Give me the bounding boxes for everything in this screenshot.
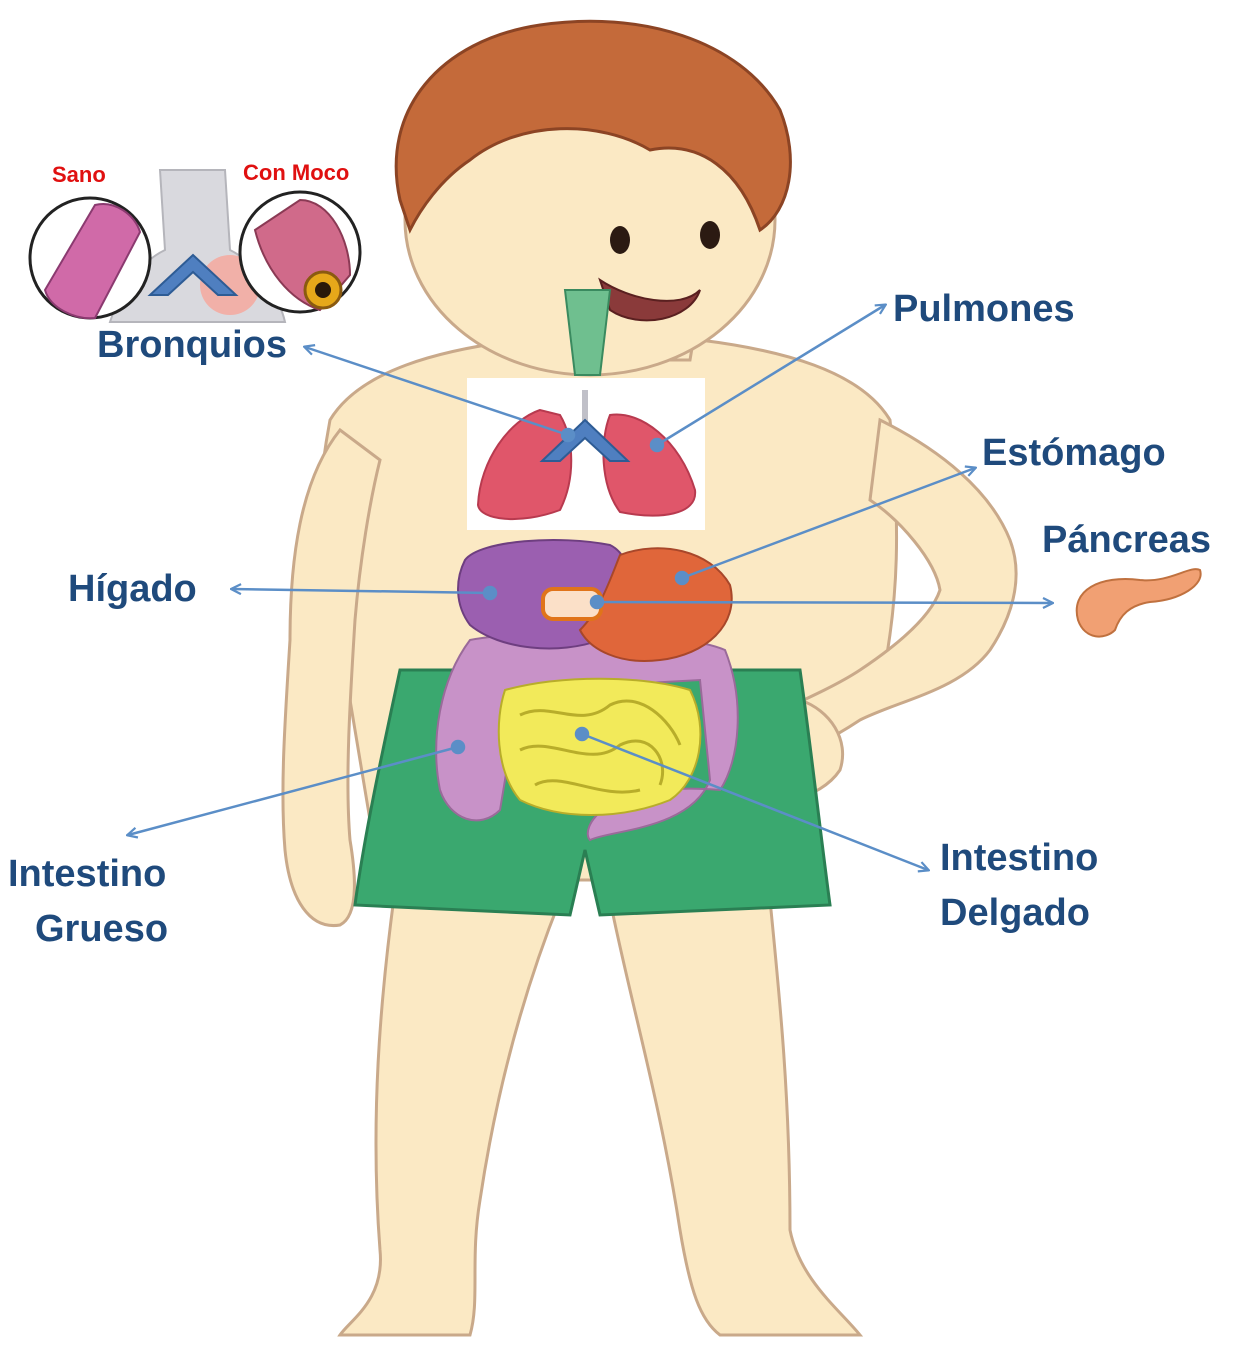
bronchi-inset <box>28 165 368 323</box>
label-higado: Hígado <box>68 566 197 612</box>
label-pancreas: Páncreas <box>1042 517 1211 563</box>
label-intestino-delgado-line2: Delgado <box>940 890 1090 936</box>
right-leg <box>610 900 860 1335</box>
label-estomago: Estómago <box>982 430 1166 476</box>
label-intestino-grueso-line1: Intestino <box>8 851 166 897</box>
left-leg <box>340 890 560 1335</box>
label-intestino-grueso-line2: Grueso <box>35 906 168 952</box>
label-intestino-delgado-line1: Intestino <box>940 835 1098 881</box>
pancreas-organ <box>1077 569 1201 636</box>
right-eye <box>700 221 720 249</box>
lungs-panel <box>467 378 705 530</box>
inset-tag-healthy: Sano <box>52 162 106 188</box>
inset-tag-mucus: Con Moco <box>243 160 349 186</box>
arrow-pancreas <box>597 602 1052 603</box>
left-eye <box>610 226 630 254</box>
label-pulmones: Pulmones <box>893 286 1075 332</box>
label-bronquios: Bronquios <box>97 322 287 368</box>
